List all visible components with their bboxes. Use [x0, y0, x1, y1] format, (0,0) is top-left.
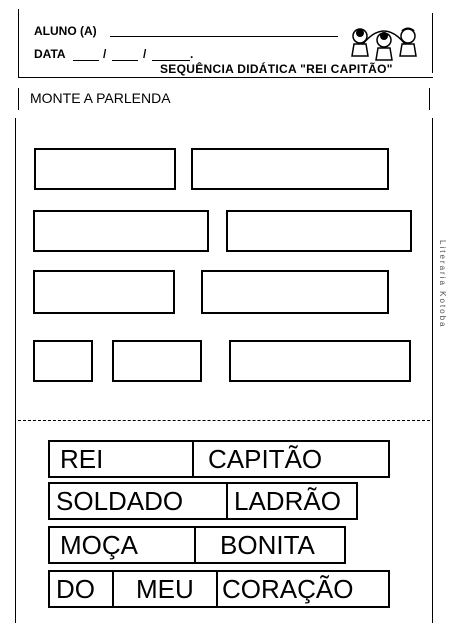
- date-month-field[interactable]: [112, 60, 138, 61]
- left-margin-line: [15, 118, 16, 623]
- word-card[interactable]: CORAÇÃO: [216, 572, 388, 606]
- answer-box-8[interactable]: [112, 340, 202, 382]
- answer-box-7[interactable]: [33, 340, 93, 382]
- date-end-dot: .: [190, 47, 194, 61]
- cut-line: [18, 420, 430, 421]
- answer-box-1[interactable]: [34, 148, 176, 190]
- answer-box-2[interactable]: [191, 148, 389, 190]
- word-row-4: DO MEU CORAÇÃO: [48, 570, 390, 608]
- word-card[interactable]: LADRÃO: [226, 484, 356, 518]
- word-card[interactable]: REI: [60, 443, 104, 474]
- aluno-name-field[interactable]: [110, 36, 338, 37]
- date-slash-1: /: [103, 47, 107, 61]
- word-card[interactable]: BONITA: [194, 528, 344, 562]
- word-card[interactable]: SOLDADO: [56, 485, 184, 516]
- word-row-2: SOLDADO LADRÃO: [48, 482, 358, 520]
- header-frame: [18, 9, 433, 78]
- answer-box-9[interactable]: [229, 340, 411, 382]
- word-row-3: MOÇA BONITA: [48, 526, 346, 564]
- word-card[interactable]: CAPITÃO: [192, 442, 388, 476]
- date-slash-2: /: [143, 47, 147, 61]
- answer-box-6[interactable]: [201, 270, 389, 314]
- date-day-field[interactable]: [73, 60, 99, 61]
- answer-box-3[interactable]: [33, 210, 209, 252]
- date-year-field[interactable]: [152, 60, 190, 61]
- word-card[interactable]: DO: [56, 573, 95, 604]
- watermark: Literaria Kotoba: [438, 240, 447, 329]
- sequence-title: SEQUÊNCIA DIDÁTICA "REI CAPITÃO": [160, 62, 393, 76]
- word-card[interactable]: MOÇA: [60, 529, 138, 560]
- activity-title-box: MONTE A PARLENDA: [18, 88, 430, 110]
- activity-title: MONTE A PARLENDA: [30, 90, 171, 106]
- header-right-border: [432, 13, 433, 73]
- answer-box-4[interactable]: [226, 210, 412, 252]
- word-row-1: REI CAPITÃO: [48, 440, 390, 478]
- word-card[interactable]: MEU: [112, 572, 216, 606]
- data-label: DATA: [34, 47, 66, 61]
- right-margin-line: [432, 118, 433, 623]
- kids-jumping-rope-illustration: [351, 27, 417, 61]
- answer-box-5[interactable]: [33, 270, 175, 314]
- aluno-label: ALUNO (A): [34, 24, 97, 38]
